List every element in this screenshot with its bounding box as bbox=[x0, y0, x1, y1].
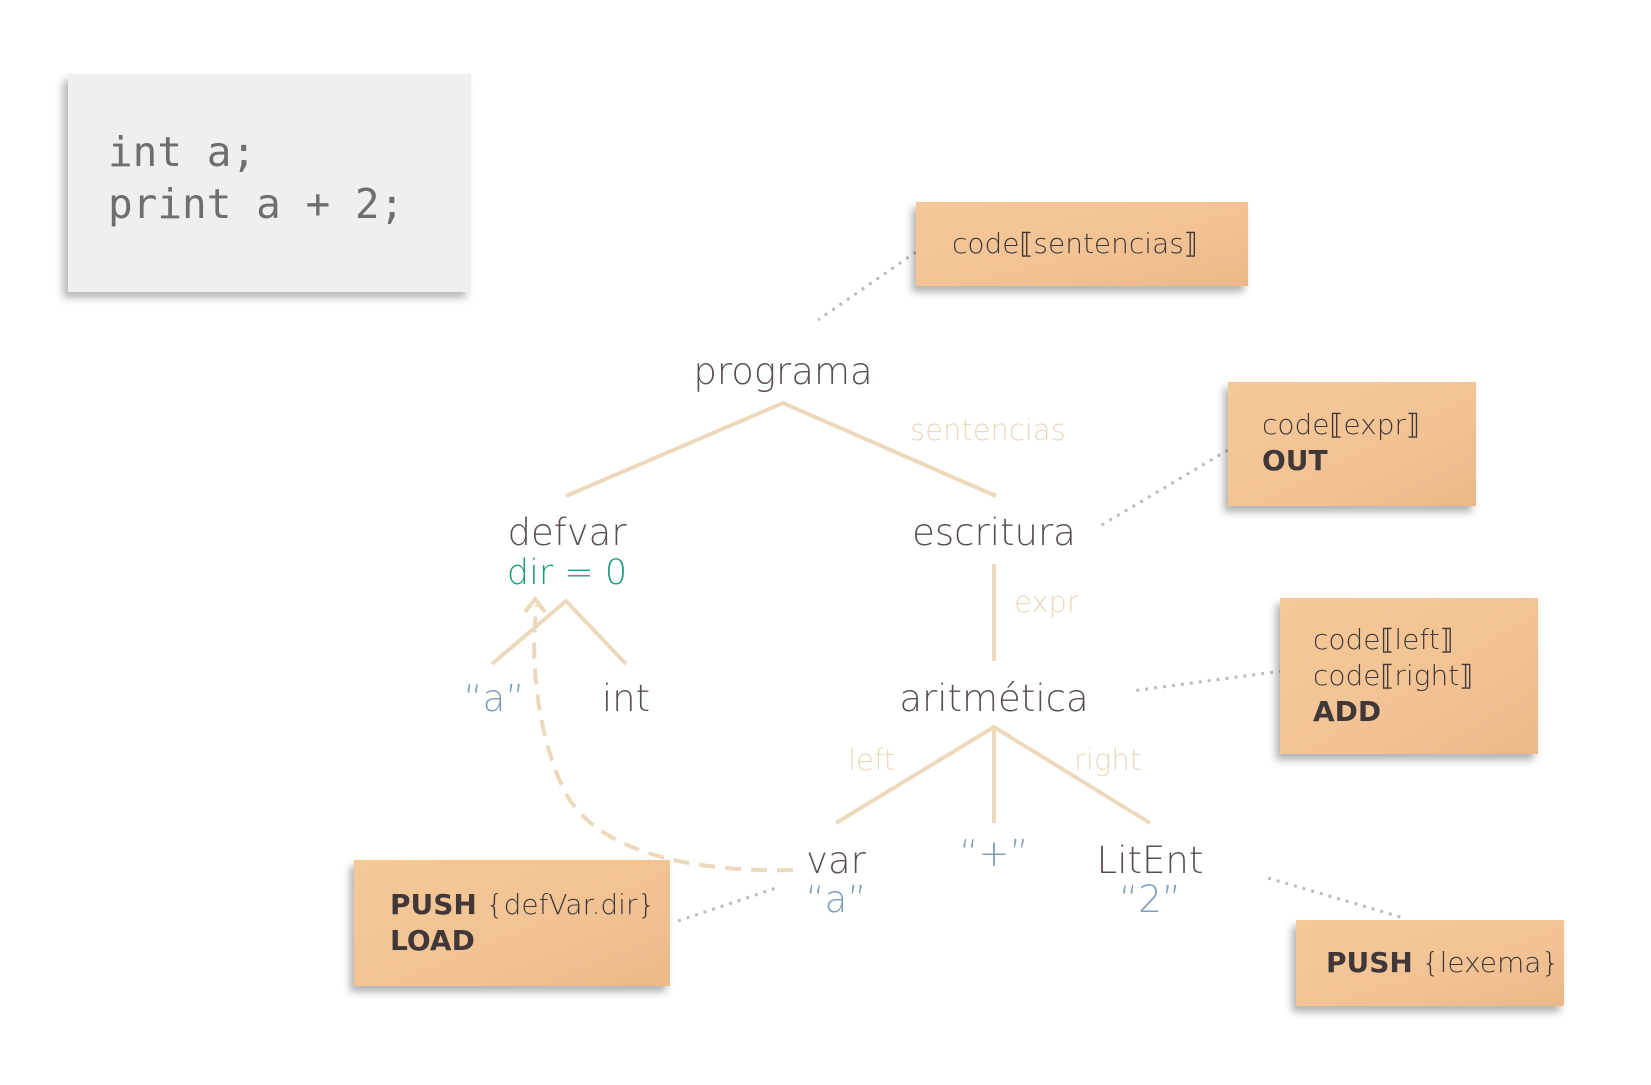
note-line: PUSH {lexema} bbox=[1326, 946, 1559, 979]
note-var: PUSH {defVar.dir} LOAD bbox=[354, 860, 670, 986]
reference-arrow-head bbox=[523, 595, 547, 614]
note-argument: {defVar.dir} bbox=[477, 888, 655, 921]
tree-edges bbox=[490, 400, 1152, 873]
connector-escritura bbox=[1099, 448, 1229, 528]
connector-programa bbox=[817, 250, 917, 322]
node-escritura: escritura bbox=[912, 511, 1076, 554]
leaf-a: “a” bbox=[463, 677, 524, 720]
note-background bbox=[1280, 598, 1538, 754]
connector-var bbox=[677, 886, 777, 923]
node-defvar: defvar bbox=[507, 511, 627, 554]
connector-litent bbox=[1267, 876, 1405, 920]
note-line: code⟦sentencias⟧ bbox=[952, 227, 1198, 260]
note-keyword: PUSH bbox=[1326, 946, 1413, 979]
edge-label-right: right bbox=[1074, 743, 1141, 777]
note-line: code⟦expr⟧ bbox=[1262, 408, 1420, 441]
connector-aritmetica bbox=[1131, 669, 1283, 693]
note-connectors bbox=[677, 250, 1405, 923]
edge-label-left: left bbox=[848, 743, 895, 777]
leaf-int: int bbox=[602, 677, 650, 720]
note-line: code⟦left⟧ bbox=[1313, 623, 1454, 656]
leaf-plus: “+” bbox=[959, 832, 1028, 875]
note-line-bold: LOAD bbox=[390, 924, 475, 957]
code-line-2: print a + 2; bbox=[108, 180, 404, 228]
node-litent-value: “2” bbox=[1119, 878, 1181, 921]
note-litent: PUSH {lexema} bbox=[1296, 920, 1564, 1006]
note-line-bold: ADD bbox=[1313, 695, 1381, 728]
node-var: var bbox=[806, 839, 867, 882]
note-keyword: PUSH bbox=[390, 888, 477, 921]
note-escritura: code⟦expr⟧ OUT bbox=[1228, 382, 1476, 506]
note-programa: code⟦sentencias⟧ bbox=[916, 202, 1248, 286]
code-card-background bbox=[68, 74, 471, 292]
note-line: code⟦right⟧ bbox=[1313, 659, 1473, 692]
note-background bbox=[1228, 382, 1476, 506]
note-background bbox=[916, 202, 1248, 286]
reference-arrow-var-to-defvar bbox=[532, 604, 794, 873]
note-aritmetica: code⟦left⟧ code⟦right⟧ ADD bbox=[1280, 598, 1538, 754]
edge-label-sentencias: sentencias bbox=[910, 413, 1066, 447]
node-programa: programa bbox=[693, 350, 872, 393]
note-line: PUSH {defVar.dir} bbox=[390, 888, 655, 921]
source-code-card: int a; print a + 2; bbox=[68, 74, 471, 292]
node-aritmetica: aritmética bbox=[899, 677, 1088, 720]
node-var-value: “a” bbox=[805, 878, 866, 921]
note-background bbox=[1296, 920, 1564, 1006]
edge-defvar-children bbox=[490, 598, 628, 666]
edge-label-expr: expr bbox=[1014, 585, 1079, 619]
node-defvar-attribute: dir = 0 bbox=[507, 553, 627, 593]
code-line-1: int a; bbox=[108, 128, 256, 176]
node-litent: LitEnt bbox=[1097, 839, 1204, 882]
note-argument: {lexema} bbox=[1413, 946, 1559, 979]
note-background bbox=[354, 860, 670, 986]
edge-programa-children bbox=[565, 400, 997, 498]
note-line-bold: OUT bbox=[1262, 444, 1328, 477]
